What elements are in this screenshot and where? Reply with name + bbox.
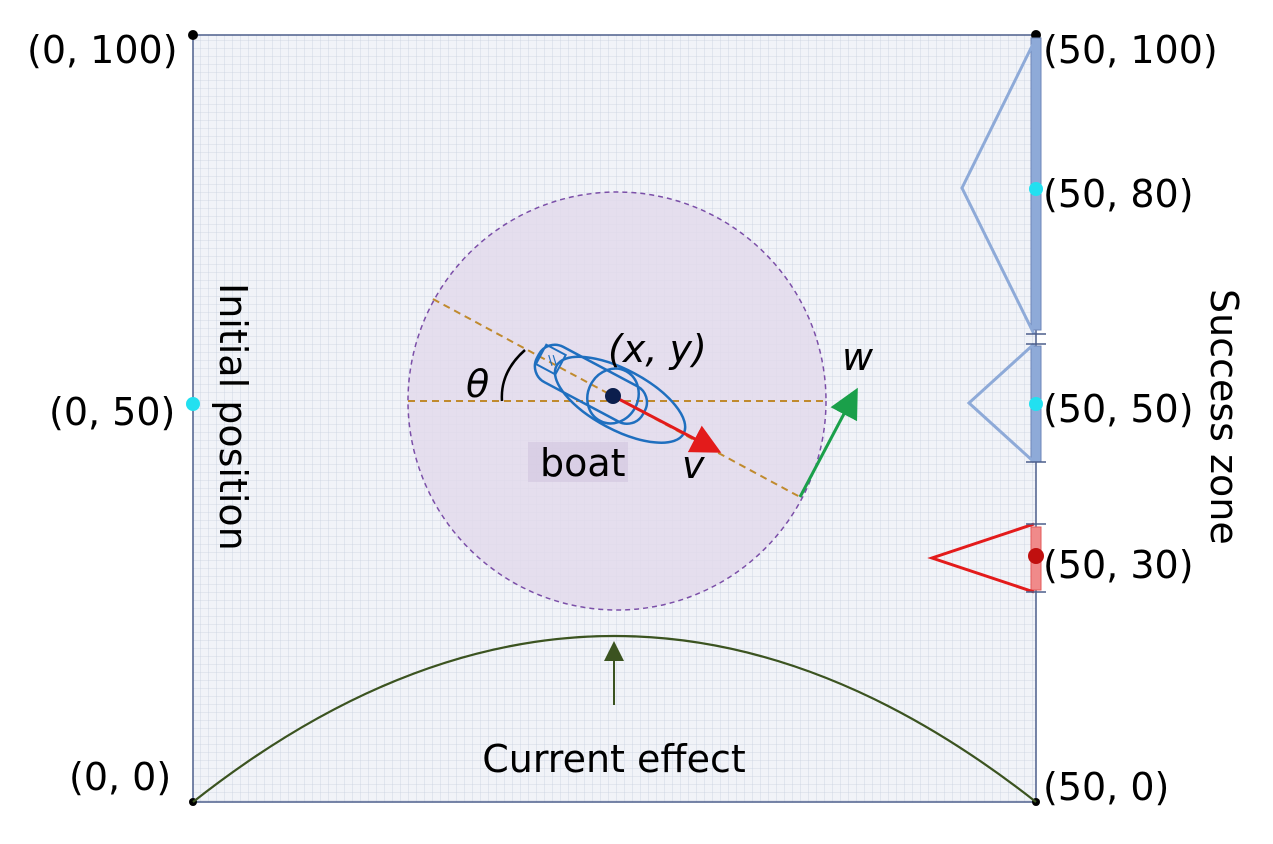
target-dot-icon [1029,182,1043,196]
angular-velocity-label: w [842,335,874,379]
corner-dot-top-left [188,30,198,40]
coord-left-mid: (0, 50) [49,390,175,434]
position-label: (x, y) [608,327,707,371]
coord-right-80: (50, 80) [1043,172,1194,216]
target-dot-icon [1029,397,1043,411]
coord-bottom-right: (50, 0) [1043,765,1169,809]
theta-arc [500,349,526,402]
current-effect-curve [192,634,1037,803]
velocity-arrow [612,394,722,453]
velocity-label: v [682,443,705,487]
angular-velocity-arrow [798,387,858,498]
coord-top-left: (0, 100) [27,28,178,72]
theta-label: θ [466,362,489,406]
boat-label-bg [528,442,628,482]
coord-bottom-left: (0, 0) [69,755,171,799]
initial-position-label: Initial position [211,283,255,551]
boat-label: boat [540,441,626,485]
coord-right-30: (50, 30) [1043,543,1194,587]
target-dot-icon [186,397,200,411]
current-effect-label: Current effect [482,737,746,781]
coord-top-right: (50, 100) [1043,28,1218,72]
coord-right-50: (50, 50) [1043,387,1194,431]
success-zone-label: Success zone [1202,289,1246,545]
target-dot-icon [1028,548,1044,564]
boat-center-dot [605,388,621,404]
